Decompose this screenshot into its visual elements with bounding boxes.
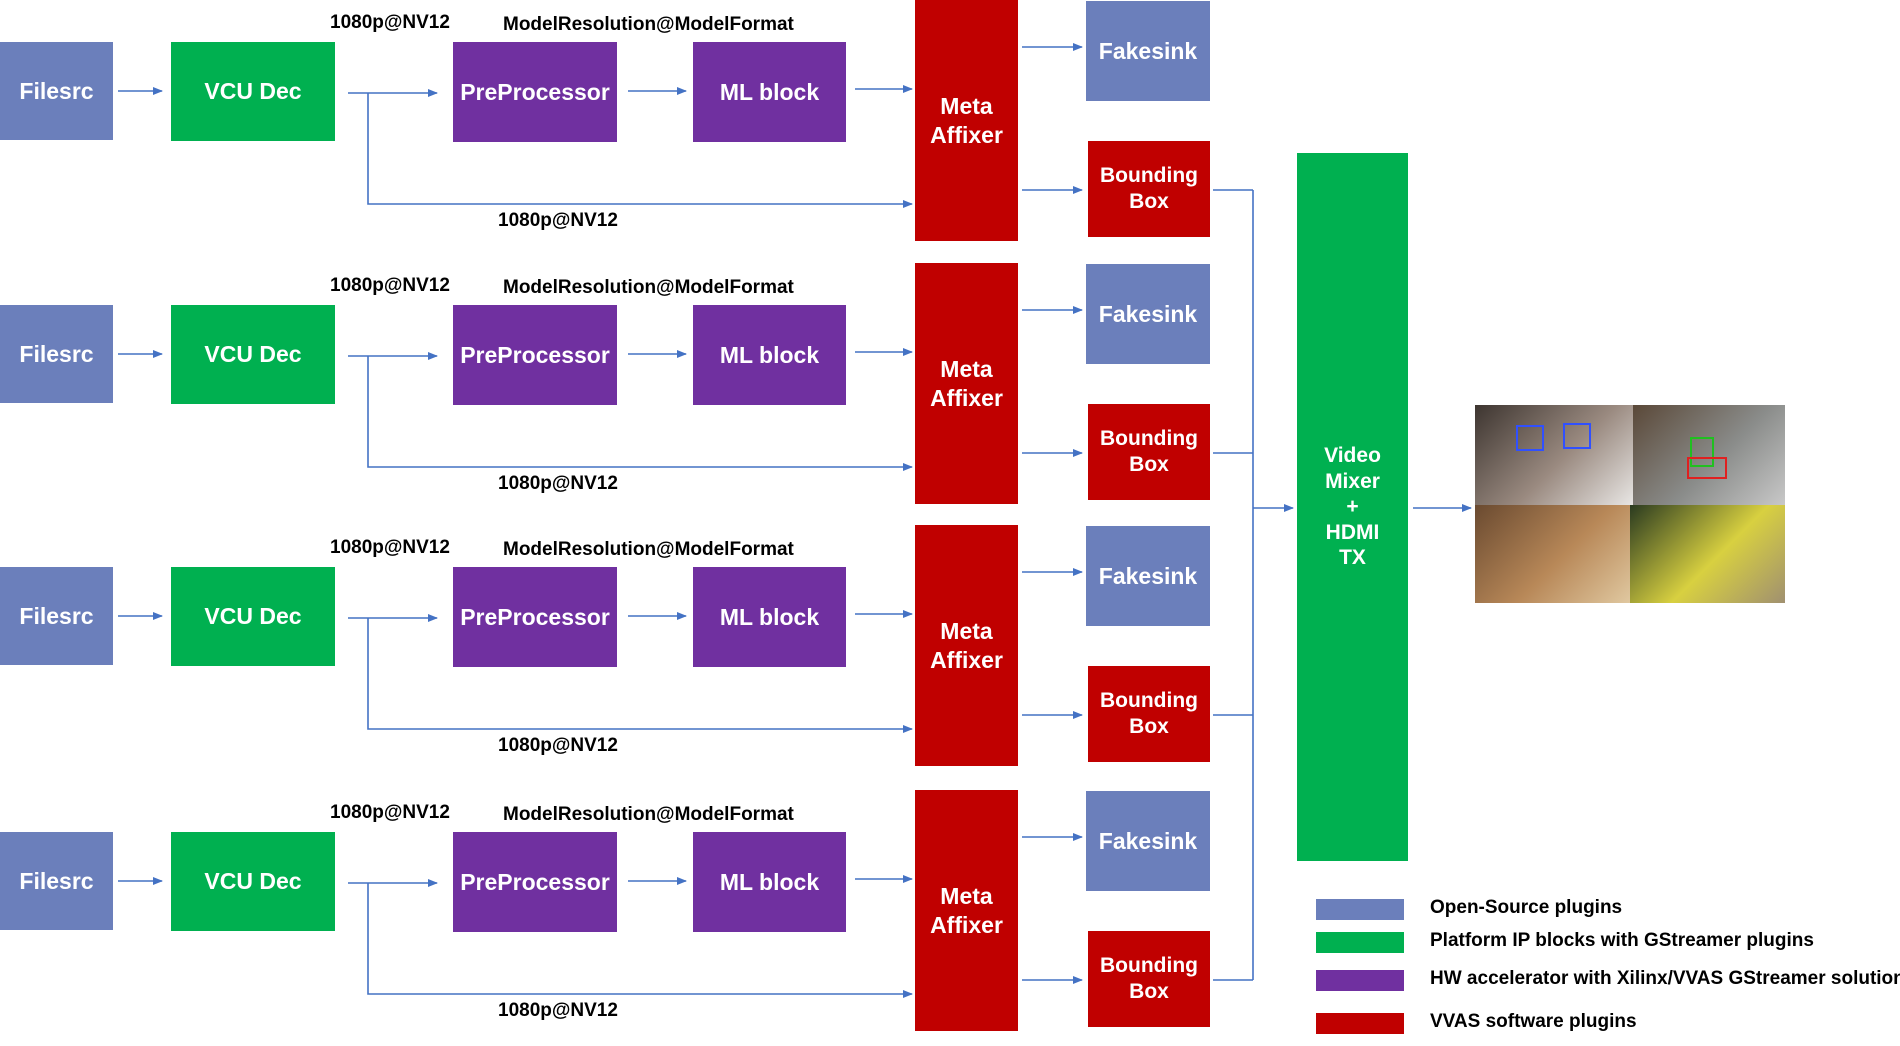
- preprocessor-block: PreProcessor: [453, 42, 617, 142]
- bypass-to-affixer-arrow: [367, 93, 913, 208]
- bypass-to-affixer-arrow: [367, 618, 913, 733]
- preprocessor-block: PreProcessor: [453, 567, 617, 667]
- detection-box: [1690, 437, 1714, 467]
- decoded-format-label: 1080p@NV12: [330, 802, 450, 823]
- legend-swatch-open-source: [1316, 899, 1404, 920]
- bounding-box-block: Bounding Box: [1088, 931, 1210, 1027]
- legend-swatch-vvas-sw: [1316, 1013, 1404, 1034]
- bounding-box-block: Bounding Box: [1088, 666, 1210, 762]
- ml-block: ML block: [693, 832, 846, 932]
- legend-label: Platform IP blocks with GStreamer plugin…: [1430, 930, 1814, 951]
- meta-affixer-block: Meta Affixer: [915, 790, 1018, 1031]
- baseball-players-face-detection: [1475, 405, 1633, 505]
- decoded-format-label: 1080p@NV12: [330, 12, 450, 33]
- bypass-format-label: 1080p@NV12: [498, 473, 618, 494]
- bypass-format-label: 1080p@NV12: [498, 1000, 618, 1021]
- model-format-label: ModelResolution@ModelFormat: [503, 277, 794, 298]
- meta-affixer-block: Meta Affixer: [915, 0, 1018, 241]
- vcu-decoder-block: VCU Dec: [171, 567, 335, 666]
- decoded-format-label: 1080p@NV12: [330, 275, 450, 296]
- bypass-to-affixer-arrow: [367, 356, 913, 471]
- legend-label: VVAS software plugins: [1430, 1011, 1637, 1032]
- fakesink-block: Fakesink: [1086, 526, 1210, 626]
- fakesink-block: Fakesink: [1086, 1, 1210, 101]
- bypass-format-label: 1080p@NV12: [498, 735, 618, 756]
- stadium-fans-photo: [1630, 505, 1785, 603]
- legend-swatch-platform: [1316, 932, 1404, 953]
- legend-label: Open-Source plugins: [1430, 897, 1623, 918]
- ml-block: ML block: [693, 305, 846, 405]
- detection-box: [1563, 423, 1591, 449]
- preprocessor-block: PreProcessor: [453, 832, 617, 932]
- fakesink-block: Fakesink: [1086, 264, 1210, 364]
- ml-block: ML block: [693, 567, 846, 667]
- detection-box: [1516, 425, 1544, 451]
- bypass-to-affixer-arrow: [367, 883, 913, 998]
- decoded-format-label: 1080p@NV12: [330, 537, 450, 558]
- ml-block: ML block: [693, 42, 846, 142]
- vcu-decoder-block: VCU Dec: [171, 305, 335, 404]
- model-format-label: ModelResolution@ModelFormat: [503, 804, 794, 825]
- meta-affixer-block: Meta Affixer: [915, 525, 1018, 766]
- fakesink-block: Fakesink: [1086, 791, 1210, 891]
- filesrc-block: Filesrc: [0, 567, 113, 665]
- output-display-preview: [1475, 405, 1785, 603]
- legend-label: HW accelerator with Xilinx/VVAS GStreame…: [1430, 968, 1900, 989]
- preprocessor-block: PreProcessor: [453, 305, 617, 405]
- legend-swatch-hw-accel: [1316, 970, 1404, 991]
- bounding-box-block: Bounding Box: [1088, 141, 1210, 237]
- filesrc-block: Filesrc: [0, 832, 113, 930]
- model-format-label: ModelResolution@ModelFormat: [503, 539, 794, 560]
- model-format-label: ModelResolution@ModelFormat: [503, 14, 794, 35]
- vcu-decoder-block: VCU Dec: [171, 42, 335, 141]
- filesrc-block: Filesrc: [0, 42, 113, 140]
- street-cyclist-detection: [1633, 405, 1785, 505]
- bypass-format-label: 1080p@NV12: [498, 210, 618, 231]
- bounding-box-block: Bounding Box: [1088, 404, 1210, 500]
- meta-affixer-block: Meta Affixer: [915, 263, 1018, 504]
- detection-box: [1687, 457, 1727, 479]
- cat-photo: [1475, 505, 1630, 603]
- video-mixer-hdmi-tx-block: Video Mixer + HDMI TX: [1297, 153, 1408, 861]
- filesrc-block: Filesrc: [0, 305, 113, 403]
- vcu-decoder-block: VCU Dec: [171, 832, 335, 931]
